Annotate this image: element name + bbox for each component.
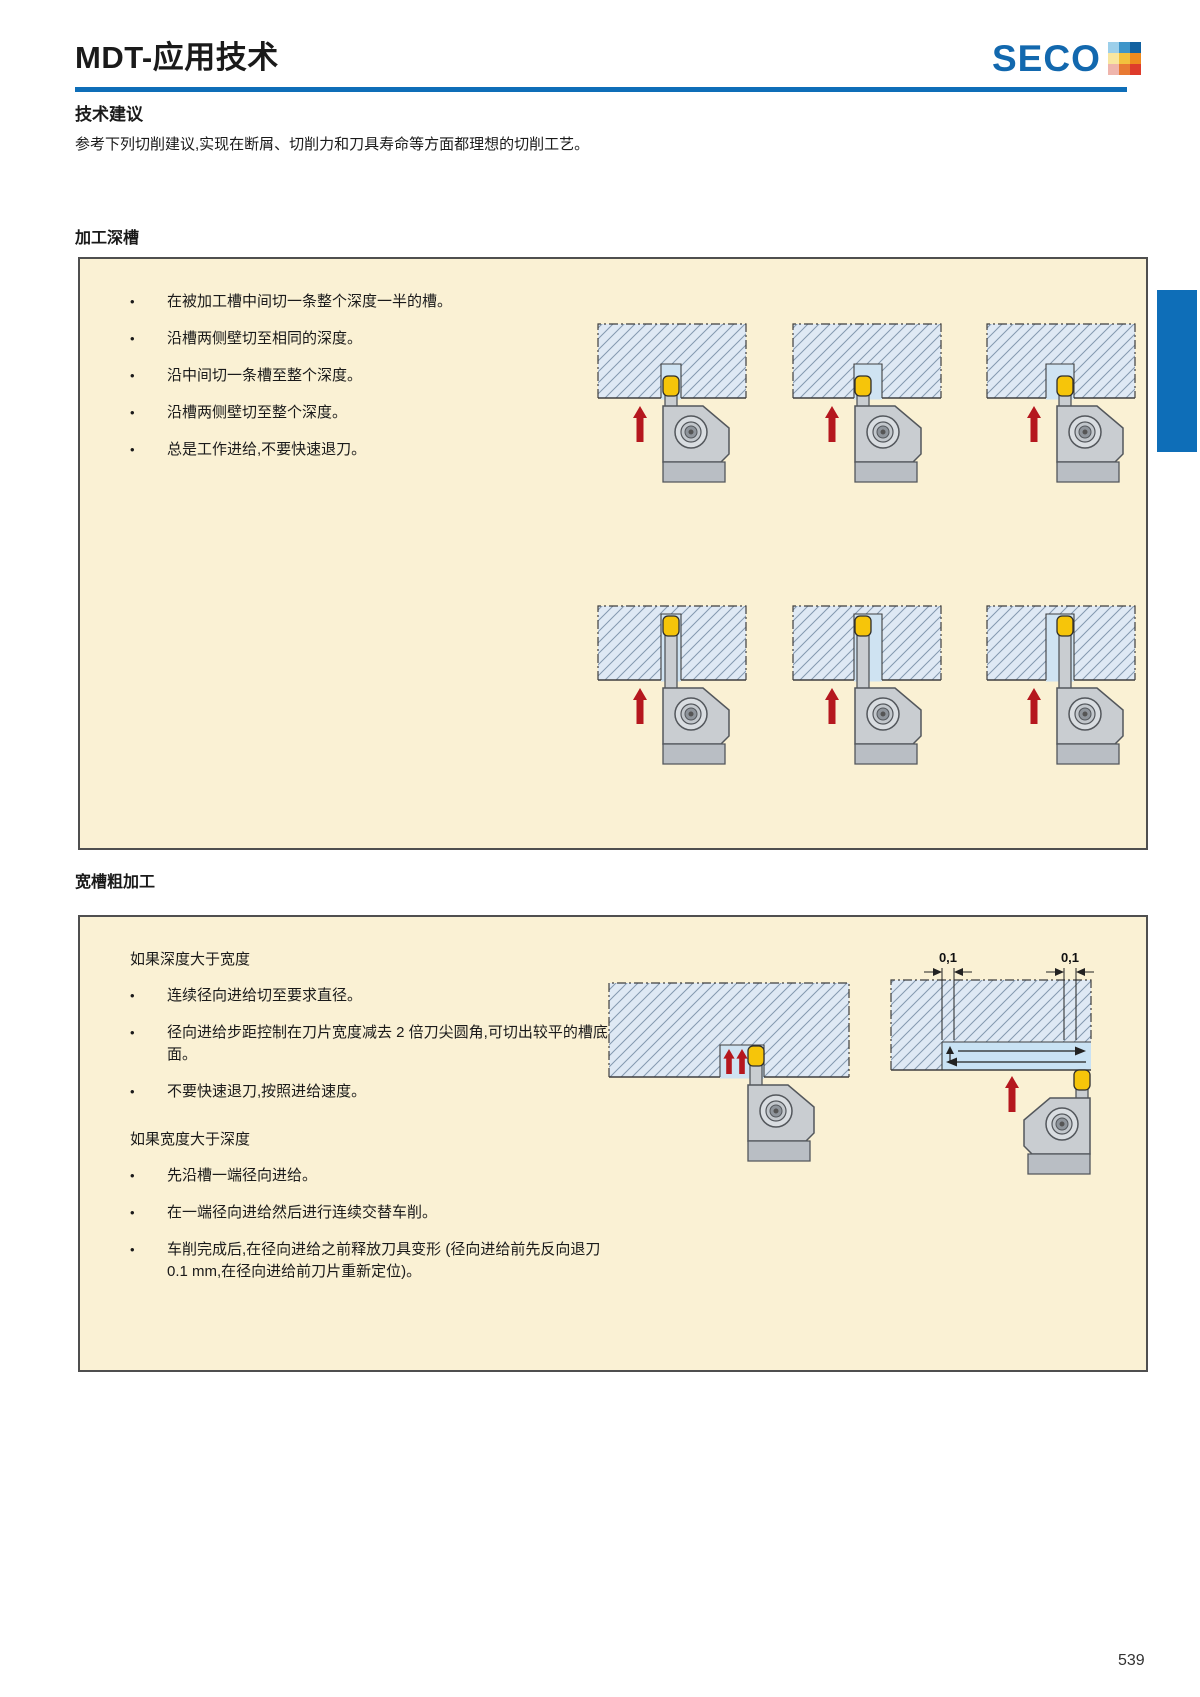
bullet-icon: •	[130, 331, 135, 346]
deep-groove-bullets: • 在被加工槽中间切一条整个深度一半的槽。 • 沿槽两侧壁切至相同的深度。 • 沿中间…	[130, 291, 600, 476]
bullet-icon: •	[130, 368, 135, 383]
wide-groove-heading: 宽槽粗加工	[75, 874, 156, 891]
list-item: • 沿中间切一条槽至整个深度。	[130, 365, 600, 387]
feed-arrow	[723, 1049, 735, 1074]
dimension-label: 0,1	[939, 950, 957, 965]
diagram-wide-groove-plunge	[602, 975, 862, 1185]
tool-insert	[854, 615, 872, 637]
tool-holder	[662, 375, 730, 483]
feed-arrow	[1027, 406, 1041, 442]
list-item: • 车削完成后,在径向进给之前释放刀具变形 (径向进给前先反向退刀 0.1 mm,…	[130, 1239, 610, 1283]
bullet-icon: •	[130, 988, 135, 1003]
list-item-text: 径向进给步距控制在刀片宽度减去 2 倍刀尖圆角,可切出较平的槽底面。	[167, 1024, 608, 1063]
list-item-text: 不要快速退刀,按照进给速度。	[167, 1083, 367, 1100]
tool-holder	[662, 615, 730, 765]
pass-arrows	[946, 1046, 1086, 1067]
wide-groove-panel: 如果深度大于宽度 • 连续径向进给切至要求直径。 • 径向进给步距控制在刀片宽度减去…	[78, 915, 1148, 1372]
diagram-deep-groove-step6	[986, 600, 1136, 778]
diagram-deep-groove-step1	[597, 318, 747, 496]
section-index-tab	[1157, 290, 1197, 452]
tool-holder	[854, 615, 922, 765]
tool-holder	[747, 1045, 815, 1162]
bullet-icon: •	[130, 1084, 135, 1099]
list-item-text: 沿中间切一条槽至整个深度。	[167, 367, 363, 384]
bullet-icon: •	[130, 294, 135, 309]
list-item: • 沿槽两侧壁切至整个深度。	[130, 402, 600, 424]
tech-advice-heading: 技术建议	[75, 105, 143, 124]
tool-insert	[1073, 1069, 1091, 1091]
groove-band	[942, 1042, 1091, 1070]
list-item-text: 车削完成后,在径向进给之前释放刀具变形 (径向进给前先反向退刀 0.1 mm,在…	[167, 1241, 601, 1280]
feed-arrow	[736, 1049, 748, 1074]
header-rule	[75, 87, 1127, 92]
list-item-text: 在一端径向进给然后进行连续交替车削。	[167, 1204, 438, 1221]
list-item-text: 沿槽两侧壁切至整个深度。	[167, 404, 348, 421]
bullet-icon: •	[130, 1168, 135, 1183]
clamp-screw	[674, 415, 708, 449]
page-number: 539	[1118, 1652, 1145, 1669]
depth-gt-width-heading: 如果深度大于宽度	[130, 951, 251, 968]
list-item: • 连续径向进给切至要求直径。	[130, 985, 610, 1007]
tool-holder	[1056, 375, 1124, 483]
bullet-icon: •	[130, 405, 135, 420]
list-item: • 在一端径向进给然后进行连续交替车削。	[130, 1202, 610, 1224]
bullet-icon: •	[130, 1242, 135, 1257]
list-item: • 先沿槽一端径向进给。	[130, 1165, 610, 1187]
tool-holder	[854, 375, 922, 483]
seco-logo: SECO	[992, 40, 1141, 77]
diagram-deep-groove-step5	[792, 600, 942, 778]
clamp-screw	[866, 697, 900, 731]
diagram-deep-groove-step3	[986, 318, 1136, 496]
tool-holder	[1056, 615, 1124, 765]
feed-arrow	[633, 406, 647, 442]
list-item: • 不要快速退刀,按照进给速度。	[130, 1081, 610, 1103]
seco-logo-mark	[1107, 42, 1141, 75]
clamp-screw	[1068, 415, 1102, 449]
list-item-text: 在被加工槽中间切一条整个深度一半的槽。	[167, 293, 453, 310]
dimension-label: 0,1	[1061, 950, 1079, 965]
list-item: • 在被加工槽中间切一条整个深度一半的槽。	[130, 291, 600, 313]
diagram-deep-groove-step2	[792, 318, 942, 496]
bullet-icon: •	[130, 1205, 135, 1220]
clamp-screw	[674, 697, 708, 731]
list-item-text: 连续径向进给切至要求直径。	[167, 987, 363, 1004]
bullet-icon: •	[130, 442, 135, 457]
dimension-left	[924, 968, 972, 1040]
seco-logo-text: SECO	[992, 38, 1101, 79]
feed-arrow	[825, 406, 839, 442]
clamp-screw	[759, 1094, 793, 1128]
width-gt-depth-heading: 如果宽度大于深度	[130, 1131, 251, 1148]
clamp-screw	[866, 415, 900, 449]
list-item: • 径向进给步距控制在刀片宽度减去 2 倍刀尖圆角,可切出较平的槽底面。	[130, 1022, 610, 1066]
tool-insert	[662, 375, 680, 397]
tool-insert	[1056, 375, 1074, 397]
list-item: • 沿槽两侧壁切至相同的深度。	[130, 328, 600, 350]
intro-paragraph: 参考下列切削建议,实现在断屑、切削力和刀具寿命等方面都理想的切削工艺。	[75, 136, 590, 153]
tool-insert	[1056, 615, 1074, 637]
feed-arrow	[1005, 1076, 1019, 1112]
list-item-text: 总是工作进给,不要快速退刀。	[167, 441, 367, 458]
tool-insert	[662, 615, 680, 637]
feed-arrow	[633, 688, 647, 724]
list-item-text: 沿槽两侧壁切至相同的深度。	[167, 330, 363, 347]
diagram-deep-groove-step4	[597, 600, 747, 778]
clamp-screw	[1068, 697, 1102, 731]
wide-groove-text: 如果深度大于宽度 • 连续径向进给切至要求直径。 • 径向进给步距控制在刀片宽度减去…	[130, 949, 610, 1298]
list-item: • 总是工作进给,不要快速退刀。	[130, 439, 600, 461]
feed-arrow	[1027, 688, 1041, 724]
deep-groove-panel: • 在被加工槽中间切一条整个深度一半的槽。 • 沿槽两侧壁切至相同的深度。 • 沿中间…	[78, 257, 1148, 850]
tool-insert	[854, 375, 872, 397]
tool-holder	[1023, 1069, 1091, 1175]
clamp-screw	[1045, 1107, 1079, 1141]
bullet-icon: •	[130, 1025, 135, 1040]
feed-arrow	[825, 688, 839, 724]
page-title: MDT-应用技术	[75, 40, 279, 75]
dimension-right	[1046, 968, 1094, 1040]
tool-insert	[747, 1045, 765, 1067]
list-item-text: 先沿槽一端径向进给。	[167, 1167, 318, 1184]
deep-groove-heading: 加工深槽	[75, 230, 140, 247]
diagram-wide-groove-alternating: 0,1 0,1	[882, 948, 1112, 1183]
